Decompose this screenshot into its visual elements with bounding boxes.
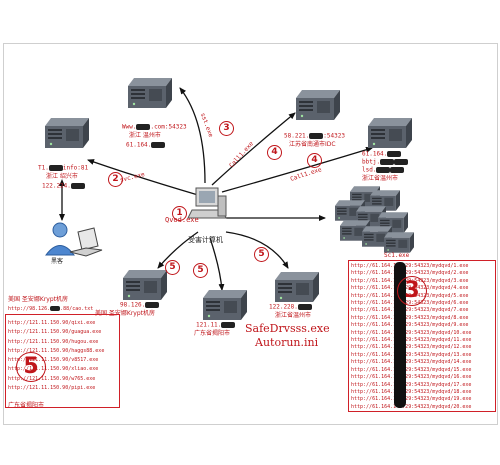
server-us-label-1: 98.126.	[120, 302, 160, 309]
rack-title: Sc1.exe	[384, 252, 410, 259]
url-list-item: http://121.11.150.90/haggs88.exe	[8, 347, 105, 354]
url-list-item: http://61.164.144.29:54323/mydqvd/9.exe	[351, 322, 469, 329]
url-list-item: http://61.164.144.29:54323/mydqvd/7.exe	[351, 307, 469, 314]
edge-to-wenzhou-top	[179, 87, 206, 184]
left-url-box	[5, 314, 120, 408]
step-5-left-badge: 5	[16, 352, 46, 382]
server-wenzhou-right-label-4: 浙江省温州市	[362, 175, 399, 182]
url-list-item: http://61.164.144.29:54323/mydqvd/19.exe	[351, 396, 472, 403]
url-list-item: http://61.164.144.29:54323/mydqvd/8.exe	[351, 314, 469, 321]
server-icon	[203, 290, 247, 320]
victim-pc-label: 受害计算机	[188, 236, 223, 244]
url-list-item: http://61.164.144.29:54323/mydqvd/13.exe	[351, 351, 472, 358]
url-list-item: http://61.164.144.29:54323/mydqvd/15.exe	[351, 366, 472, 373]
url-list-item: http://121.11.150.90/w765.exe	[8, 375, 96, 382]
edge-to-wenzhou-bottom	[225, 231, 289, 269]
url-list-item: http://121.11.150.90/qixi.exe	[8, 320, 96, 326]
hacker-label: 黑客	[51, 258, 64, 265]
step-4b-badge: 4	[307, 153, 322, 168]
server-wenzhou-bottom-label-2: 浙江省温州市	[275, 312, 312, 319]
server-jieyang-label-1: 121.11.	[196, 322, 236, 329]
server-shaoxing-label-1: T1.info:81	[38, 164, 89, 172]
laptop-icon	[69, 227, 103, 257]
server-icon	[368, 118, 412, 148]
url-list-item: http://61.164.144.29:54323/mydqvd/11.exe	[351, 337, 472, 344]
edge-to-wenzhou-right	[221, 146, 373, 193]
step-1-badge: 1	[172, 206, 187, 221]
server-icon	[296, 90, 340, 120]
step-2-badge: 2	[108, 172, 123, 187]
left-box-title: 美国 圣安娜Krypt机房	[8, 296, 69, 303]
file-safedrvsss: SafeDrvsss.exe	[245, 322, 330, 335]
url-list-item: http://61.164.144.29:54323/mydqvd/1.exe	[351, 263, 469, 269]
server-icon	[123, 270, 167, 300]
server-rack-icon	[335, 186, 414, 253]
server-wenzhou-right-label-3: lsd.	[362, 167, 405, 174]
left-box-url: http://98.126..88/cao.txt	[8, 306, 94, 312]
url-list-item: http://121.11.150.90/xliao.exe	[8, 366, 99, 373]
url-list-item: http://61.164.144.29:54323/mydqvd/12.exe	[351, 344, 472, 351]
server-wenzhou-bottom-label-1: 122.228.	[269, 304, 312, 311]
right-url-box	[348, 260, 496, 412]
url-list-item: http://121.11.150.90/hugou.exe	[8, 338, 99, 345]
server-wenzhou-top-label-1: Www..com:54323	[122, 123, 187, 131]
server-wenzhou-top-label-3: 61.164.	[126, 142, 166, 149]
workstation-icon	[187, 187, 227, 219]
server-nantong-label-1: 58.221.:54323	[284, 132, 345, 140]
url-list-item: http://121.11.150.90/pipi.exe	[8, 385, 96, 392]
url-list-item: http://121.11.150.90/guagua.exe	[8, 329, 102, 336]
url-list-item: http://61.164.144.29:54323/mydqvd/16.exe	[351, 374, 472, 381]
left-url-list: http://121.11.150.90/qixi.exe http://121.…	[8, 319, 104, 393]
file-autorun: Autorun.ini	[255, 336, 319, 349]
server-jieyang-label-2: 广东省揭阳市	[194, 330, 231, 337]
left-box-footer: 广东省揭阳市	[8, 402, 45, 409]
step-4a-badge: 4	[267, 145, 282, 160]
edge-to-shaoxing	[87, 159, 199, 196]
url-list-item: http://61.164.144.29:54323/mydqvd/2.exe	[351, 270, 469, 277]
step-5a-badge: 5	[165, 260, 180, 275]
url-list-item: http://61.164.144.29:54323/mydqvd/14.exe	[351, 359, 472, 366]
server-wenzhou-top-label-2: 浙江 温州市	[129, 132, 161, 139]
url-list-item: http://121.11.150.90/v8517.exe	[8, 357, 99, 364]
server-wenzhou-right-label-2: bbtj.	[362, 159, 409, 166]
server-shaoxing-label-2: 浙江 绍兴市	[46, 173, 78, 180]
edge-to-us	[157, 231, 199, 269]
server-wenzhou-right-label-1: 61.164.	[362, 151, 402, 158]
edge-to-nantong	[211, 112, 296, 186]
step-3-badge: 3	[219, 121, 234, 136]
url-list-item: http://61.164.144.29:54323/mydqvd/20.exe	[351, 403, 472, 410]
url-list-item: http://61.164.144.29:54323/mydqvd/17.exe	[351, 381, 472, 388]
server-shaoxing-label-3: 122.224.	[42, 183, 85, 190]
url-list-item: http://61.164.144.29:54323/mydqvd/18.exe	[351, 388, 472, 395]
server-icon	[128, 78, 172, 108]
server-icon	[275, 272, 319, 302]
step-5b-badge: 5	[193, 263, 208, 278]
server-us-label-2: 美国 圣安娜Krypt机房	[95, 310, 156, 317]
server-icon	[45, 118, 89, 148]
hacker-icon	[45, 222, 75, 256]
edge-to-jieyang	[209, 237, 225, 291]
server-nantong-label-2: 江苏省南通市IDC	[289, 141, 336, 148]
url-list-item: http://61.164.144.29:54323/mydqvd/10.exe	[351, 329, 472, 336]
step-5c-badge: 5	[254, 247, 269, 262]
step-3-rack-badge: 3	[397, 276, 427, 306]
